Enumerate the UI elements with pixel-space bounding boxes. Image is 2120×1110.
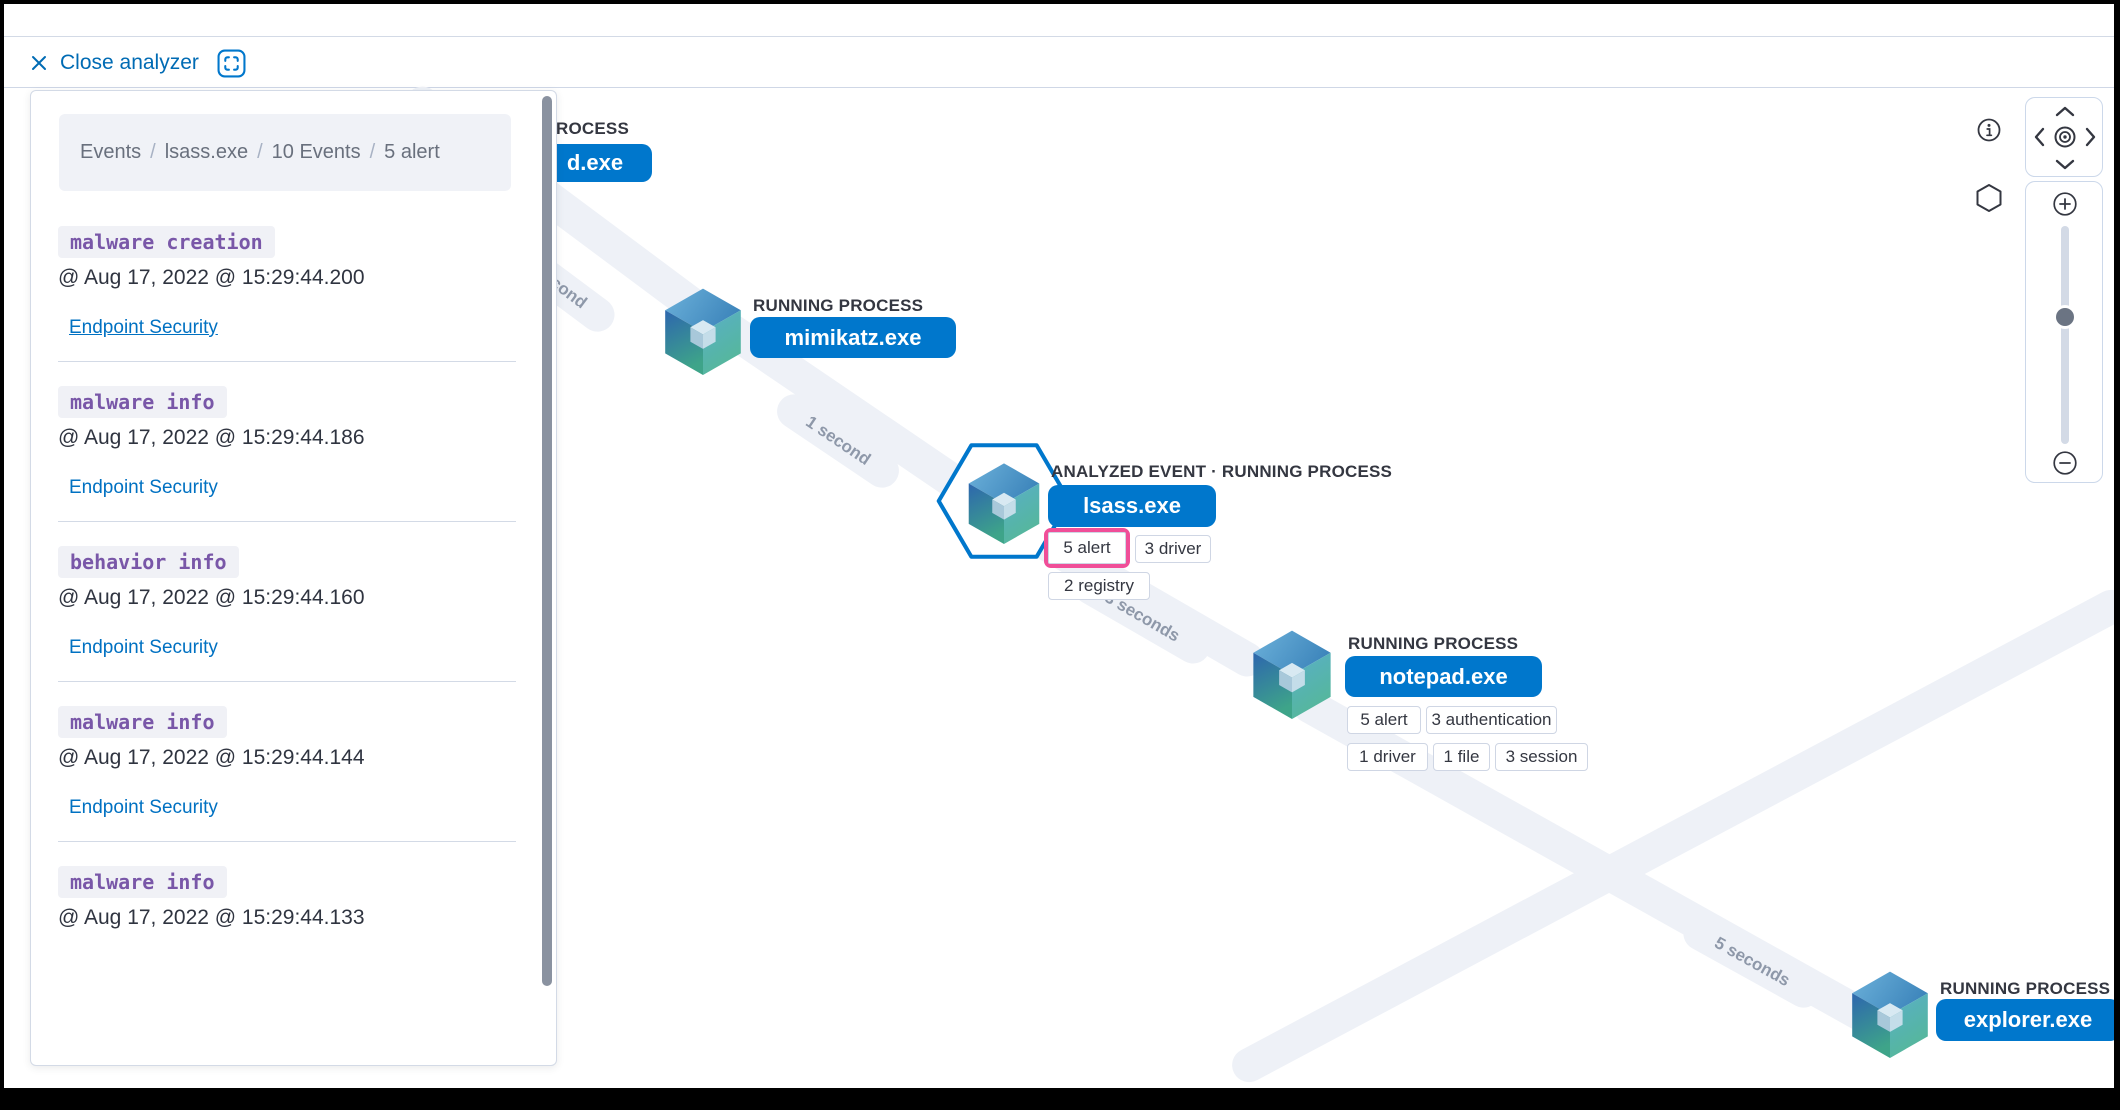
panel-scrollbar[interactable]	[542, 96, 552, 986]
event-timestamp: @ Aug 17, 2022 @ 15:29:44.160	[58, 586, 365, 609]
screen-frame	[0, 0, 2120, 4]
event-divider	[58, 841, 516, 842]
zoom-out-icon[interactable]	[2052, 450, 2078, 476]
explorer-type-label: RUNNING PROCESS	[1940, 979, 2111, 998]
cmd-type-label: ROCESS	[556, 119, 629, 138]
notepad-authentication-badge[interactable]: 3 authentication	[1426, 706, 1557, 734]
screen-frame	[0, 0, 4, 1110]
close-analyzer-label[interactable]: Close analyzer	[60, 51, 199, 74]
event-source-link[interactable]: Endpoint Security	[69, 637, 218, 658]
notepad-process-icon[interactable]	[1246, 627, 1338, 719]
lsass-alert-badge[interactable]: 5 alert	[1048, 532, 1126, 564]
mimikatz-node-button[interactable]: mimikatz.exe	[750, 317, 956, 358]
notepad-type-label: RUNNING PROCESS	[1348, 634, 1519, 653]
explorer-process-icon[interactable]	[1845, 968, 1935, 1058]
event-item: malware info @ Aug 17, 2022 @ 15:29:44.1…	[58, 386, 516, 522]
event-item: malware creation @ Aug 17, 2022 @ 15:29:…	[58, 226, 516, 362]
event-item: behavior info @ Aug 17, 2022 @ 15:29:44.…	[58, 546, 516, 682]
events-panel: Events / lsass.exe / 10 Events / 5 alert…	[30, 90, 557, 1066]
pan-left-icon[interactable]	[2034, 127, 2045, 147]
pan-right-icon[interactable]	[2085, 127, 2096, 147]
event-list: malware creation @ Aug 17, 2022 @ 15:29:…	[58, 226, 516, 930]
event-divider	[58, 681, 516, 682]
screen-frame	[0, 1088, 2120, 1110]
hexagon-view-icon[interactable]	[1974, 183, 2004, 213]
mimikatz-type-label: RUNNING PROCESS	[753, 296, 924, 315]
explorer-node-button[interactable]: explorer.exe	[1936, 999, 2120, 1041]
pan-control-panel	[2025, 97, 2103, 177]
event-item: malware info @ Aug 17, 2022 @ 15:29:44.1…	[58, 866, 516, 930]
zoom-slider-thumb[interactable]	[2056, 308, 2074, 326]
event-kind-badge: malware info	[58, 706, 227, 738]
zoom-slider-track[interactable]	[2061, 226, 2069, 444]
event-kind-badge: malware creation	[58, 226, 275, 258]
info-icon[interactable]	[1976, 117, 2002, 143]
notepad-node-button[interactable]: notepad.exe	[1345, 656, 1542, 697]
content-top-border	[0, 87, 2120, 88]
breadcrumb-separator: /	[257, 141, 263, 163]
screen-frame	[2114, 0, 2120, 1110]
breadcrumb-process[interactable]: lsass.exe	[164, 141, 249, 163]
close-analyzer-button[interactable]: Close analyzer	[30, 47, 246, 79]
notepad-session-badge[interactable]: 3 session	[1495, 743, 1588, 771]
event-source-link[interactable]: Endpoint Security	[69, 477, 218, 498]
breadcrumb-separator: /	[369, 141, 376, 163]
event-kind-badge: malware info	[58, 386, 227, 418]
lsass-driver-badge[interactable]: 3 driver	[1135, 535, 1211, 563]
breadcrumb-event-count[interactable]: 10 Events	[271, 141, 361, 163]
event-source-link[interactable]: Endpoint Security	[69, 797, 218, 818]
breadcrumb-category[interactable]: 5 alert	[384, 141, 440, 163]
notepad-driver-badge[interactable]: 1 driver	[1347, 743, 1428, 771]
lsass-node-button[interactable]: lsass.exe	[1048, 485, 1216, 527]
event-kind-badge: behavior info	[58, 546, 239, 578]
alert-badge-highlight[interactable]: 5 alert	[1044, 528, 1130, 568]
breadcrumb-events[interactable]: Events	[80, 141, 142, 163]
event-timestamp: @ Aug 17, 2022 @ 15:29:44.186	[58, 426, 365, 449]
zoom-control-panel	[2025, 181, 2103, 483]
event-source-link[interactable]: Endpoint Security	[69, 317, 218, 338]
fullscreen-icon[interactable]	[217, 49, 246, 78]
event-item: malware info @ Aug 17, 2022 @ 15:29:44.1…	[58, 706, 516, 842]
cmd-node-button[interactable]: d.exe	[538, 144, 652, 182]
pan-up-icon[interactable]	[2055, 106, 2075, 117]
lsass-process-icon[interactable]	[962, 460, 1046, 544]
event-kind-badge: malware info	[58, 866, 227, 898]
breadcrumb-separator: /	[150, 141, 156, 163]
zoom-in-icon[interactable]	[2052, 191, 2078, 217]
top-divider	[0, 36, 2120, 37]
center-target-icon[interactable]	[2053, 125, 2077, 149]
breadcrumb: Events / lsass.exe / 10 Events / 5 alert	[59, 114, 511, 191]
notepad-alert-badge[interactable]: 5 alert	[1347, 706, 1421, 734]
pan-down-icon[interactable]	[2055, 159, 2075, 170]
close-icon[interactable]	[30, 54, 48, 72]
event-divider	[58, 361, 516, 362]
notepad-file-badge[interactable]: 1 file	[1433, 743, 1490, 771]
event-timestamp: @ Aug 17, 2022 @ 15:29:44.144	[58, 746, 365, 769]
lsass-type-label: ANALYZED EVENT · RUNNING PROCESS	[1051, 462, 1393, 481]
mimikatz-process-icon[interactable]	[658, 285, 748, 375]
edge-label-notepad-explorer: 5 seconds	[1677, 910, 1827, 1014]
event-timestamp: @ Aug 17, 2022 @ 15:29:44.200	[58, 266, 365, 289]
event-timestamp: @ Aug 17, 2022 @ 15:29:44.133	[58, 906, 365, 929]
lsass-registry-badge[interactable]: 2 registry	[1048, 572, 1150, 600]
event-divider	[58, 521, 516, 522]
